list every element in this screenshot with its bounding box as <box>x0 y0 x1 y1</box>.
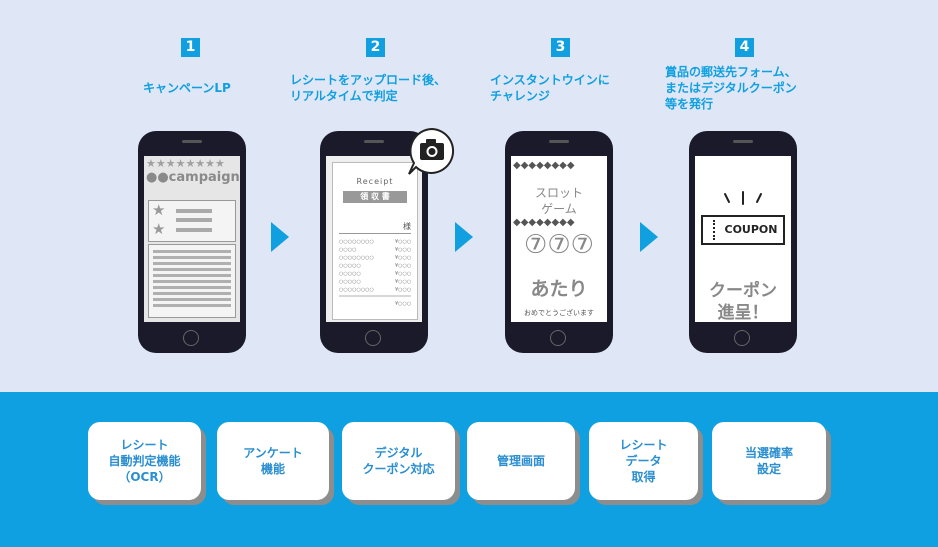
step-4-caption: 賞品の郵送先フォーム、 またはデジタルクーポン 等を発行 <box>665 65 797 111</box>
svg-text:¥○○○: ¥○○○ <box>395 263 411 269</box>
step-1-badge: 1 <box>181 38 200 57</box>
diamond-row: ◆◆◆◆◆◆◆◆ <box>513 217 575 228</box>
svg-text:¥○○○: ¥○○○ <box>395 255 411 261</box>
step-3-caption: インスタントウインに チャレンジ <box>490 73 610 103</box>
arrow-right-icon <box>271 222 289 252</box>
congrats-text: おめでとうございます <box>524 309 594 317</box>
rating-stars: ★★★★★★★★ <box>146 157 225 170</box>
camera-bubble <box>408 127 455 175</box>
phone-instant-win: ◆◆◆◆◆◆◆◆ スロット ゲーム ◆◆◆◆◆◆◆◆ ⑦⑦⑦ あたり おめでとう… <box>505 131 613 353</box>
phone-speaker <box>364 140 384 143</box>
home-button <box>550 330 566 346</box>
receipt-label: Receipt <box>356 177 394 186</box>
coupon-label: COUPON <box>724 223 778 236</box>
feature-card-win-rate: 当選確率 設定 <box>712 422 826 500</box>
phone-speaker <box>182 140 202 143</box>
slot-sevens: ⑦⑦⑦ <box>524 230 594 260</box>
feature-label: アンケート 機能 <box>243 446 303 476</box>
phone-screen: COUPON クーポン 進呈！ <box>695 156 791 322</box>
coupon-line2: 進呈！ <box>717 303 769 322</box>
step-4-badge: 4 <box>735 38 754 57</box>
feature-label: レシート 自動判定機能 （OCR） <box>108 438 181 484</box>
content-lines <box>153 250 231 307</box>
coupon-ticket: COUPON <box>701 215 785 245</box>
svg-text:¥○○○: ¥○○○ <box>395 239 411 245</box>
home-button <box>734 330 750 346</box>
phone-speaker <box>733 140 753 143</box>
slot-line1: スロット <box>534 186 583 200</box>
feature-card-ocr: レシート 自動判定機能 （OCR） <box>88 422 201 500</box>
feature-label: 管理画面 <box>496 454 545 468</box>
step-3-badge: 3 <box>551 38 570 57</box>
arrow-right-icon <box>640 222 658 252</box>
svg-text:○○○○○○○○: ○○○○○○○○ <box>339 239 374 245</box>
text-line <box>176 218 212 222</box>
svg-text:¥○○○: ¥○○○ <box>395 247 411 253</box>
svg-text:○○○○○: ○○○○○ <box>339 263 361 269</box>
phone-screen: ◆◆◆◆◆◆◆◆ スロット ゲーム ◆◆◆◆◆◆◆◆ ⑦⑦⑦ あたり おめでとう… <box>511 156 607 322</box>
svg-text:○○○○○○○○: ○○○○○○○○ <box>339 255 374 261</box>
star-icon: ★ <box>152 201 166 219</box>
feature-card-admin: 管理画面 <box>467 422 575 500</box>
svg-text:○○○○○○○○: ○○○○○○○○ <box>339 287 374 293</box>
feature-box: ★ ★ <box>148 200 236 242</box>
svg-text:○○○○○: ○○○○○ <box>339 271 361 277</box>
step-2-badge: 2 <box>366 38 385 57</box>
camera-icon <box>420 139 444 160</box>
phone-screen: Receipt 領 収 書 様 ○○○○○○○○ ¥○○○ ○○○○ ¥○○○ ○○… <box>326 156 422 322</box>
receipt-header: 領 収 書 <box>343 191 407 203</box>
text-line <box>176 228 212 232</box>
svg-text:¥○○○: ¥○○○ <box>395 287 411 293</box>
slot-line2: ゲーム <box>541 202 577 216</box>
phone-screen: ★★★★★★★★ ●●campaign ★ ★ <box>144 156 240 322</box>
feature-label: デジタル クーポン対応 <box>362 446 435 476</box>
receipt-sama: 様 <box>403 222 411 231</box>
star-icon: ★ <box>152 220 166 238</box>
phone-speaker <box>549 140 569 143</box>
feature-card-digital-coupon: デジタル クーポン対応 <box>342 422 455 500</box>
svg-text:¥○○○: ¥○○○ <box>395 271 411 277</box>
arrow-right-icon <box>455 222 473 252</box>
feature-label: レシート データ 取得 <box>619 438 668 484</box>
phone-coupon: COUPON クーポン 進呈！ <box>689 131 797 353</box>
feature-card-receipt-data: レシート データ 取得 <box>589 422 698 500</box>
step-2-caption: レシートをアップロード後、 リアルタイムで判定 <box>290 73 447 103</box>
svg-text:¥○○○: ¥○○○ <box>395 279 411 285</box>
feature-label: 当選確率 設定 <box>744 446 793 476</box>
svg-text:○○○○○: ○○○○○ <box>339 279 361 285</box>
coupon-perforation <box>713 220 715 240</box>
campaign-title: ●●campaign <box>146 170 240 185</box>
step-1-caption: キャンペーンLP <box>143 81 231 95</box>
coupon-line1: クーポン <box>709 281 777 301</box>
home-button <box>183 330 199 346</box>
receipt-paper: Receipt 領 収 書 様 ○○○○○○○○ ¥○○○ ○○○○ ¥○○○ ○○… <box>332 162 418 320</box>
diamond-row: ◆◆◆◆◆◆◆◆ <box>513 160 575 171</box>
receipt-divider <box>339 233 411 234</box>
svg-text:¥○○○: ¥○○○ <box>395 301 411 307</box>
svg-text:○○○○: ○○○○ <box>339 247 356 253</box>
phone-campaign-lp: ★★★★★★★★ ●●campaign ★ ★ <box>138 131 246 353</box>
text-line <box>176 209 212 213</box>
win-text: あたり <box>530 278 588 300</box>
receipt-items: ○○○○○○○○ ¥○○○ ○○○○ ¥○○○ ○○○○○○○○ ¥○○○ ○○○○○… <box>339 239 411 307</box>
content-box <box>148 244 236 318</box>
sparkle-icon <box>724 191 762 205</box>
feature-card-survey: アンケート 機能 <box>217 422 329 500</box>
home-button <box>365 330 381 346</box>
phone-receipt-upload: Receipt 領 収 書 様 ○○○○○○○○ ¥○○○ ○○○○ ¥○○○ ○○… <box>320 131 428 353</box>
